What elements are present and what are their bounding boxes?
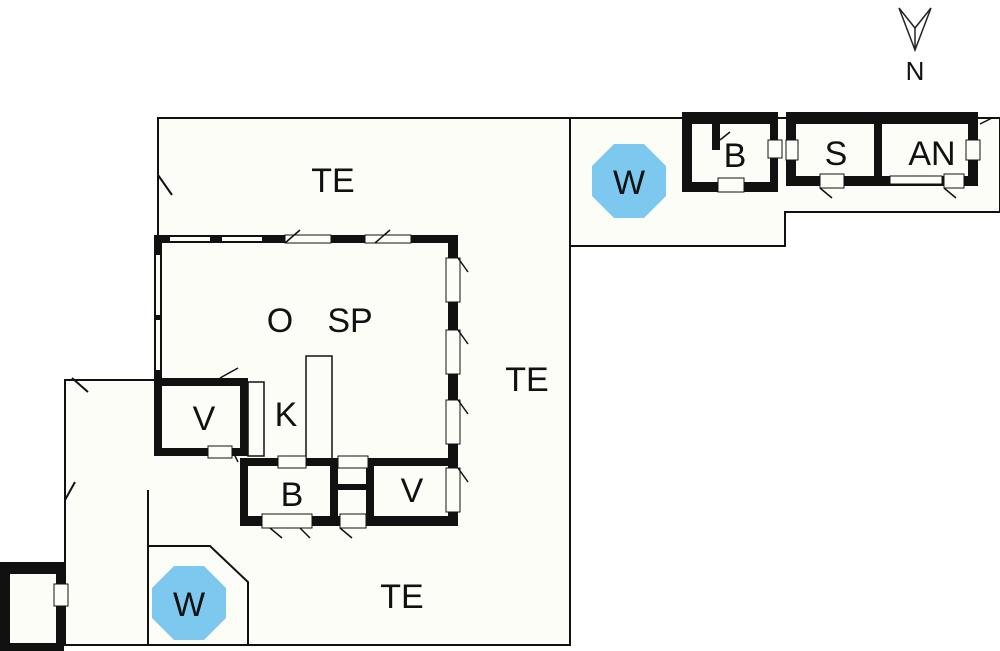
bedroom-west: [154, 367, 248, 459]
label-bedroom-south: V: [401, 472, 424, 510]
label-annex: AN: [908, 135, 955, 173]
bath-main: [231, 449, 368, 526]
label-terrace-south: TE: [380, 578, 423, 616]
whirlpool-east-label: W: [613, 164, 645, 202]
label-kitchen: K: [275, 396, 298, 434]
label-bath-annex: B: [724, 137, 747, 175]
label-terrace-north: TE: [311, 162, 354, 200]
label-sauna: S: [825, 135, 848, 173]
label-bedroom-west: V: [193, 400, 216, 438]
annex-building: [682, 112, 993, 199]
north-arrow-icon: [898, 7, 932, 53]
terrace-west-edge: [64, 118, 173, 645]
whirlpool-southwest: W: [152, 566, 226, 640]
whirlpool-southwest-label: W: [173, 586, 205, 624]
north-label: N: [906, 56, 925, 86]
bedroom-south: [337, 455, 456, 526]
label-living-sp: SP: [327, 302, 372, 340]
kitchen-counter: [247, 355, 333, 461]
outbuilding-west: [0, 562, 69, 651]
label-terrace-east: TE: [505, 361, 548, 399]
label-living-o: O: [267, 302, 293, 340]
label-bath-main: B: [281, 476, 304, 514]
whirlpool-enclosure: [148, 545, 249, 645]
whirlpool-east: W: [592, 144, 666, 218]
